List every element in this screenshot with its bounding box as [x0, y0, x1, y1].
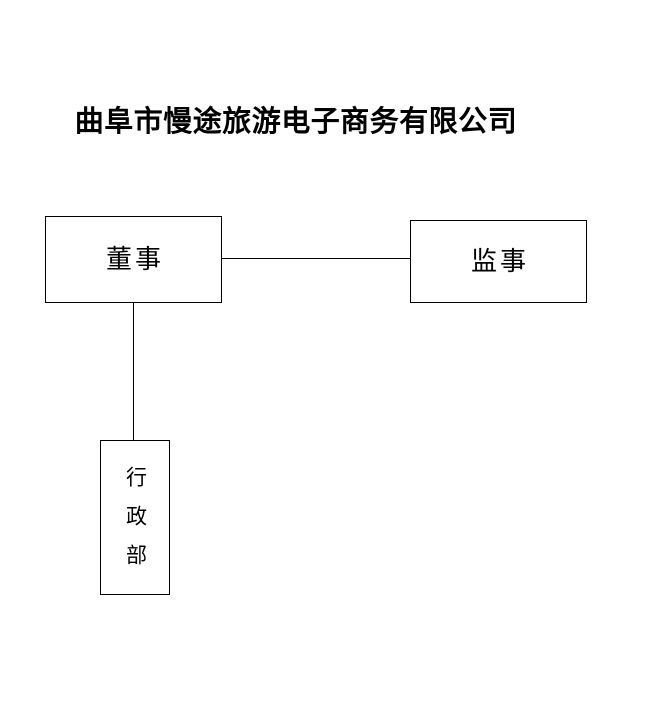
org-node-director-label: 董事 — [105, 244, 164, 274]
org-node-supervisor-label: 监事 — [470, 246, 529, 276]
org-node-admin-department-label: 行政部 — [123, 466, 148, 583]
org-node-supervisor[interactable]: 监事 — [410, 220, 587, 303]
connector-director-to-supervisor — [221, 258, 411, 260]
org-node-admin-department[interactable]: 行政部 — [100, 440, 170, 595]
org-node-director[interactable]: 董事 — [45, 216, 222, 303]
connector-director-to-admin-department — [133, 302, 135, 441]
page-title: 曲阜市慢途旅游电子商务有限公司 — [74, 106, 518, 138]
